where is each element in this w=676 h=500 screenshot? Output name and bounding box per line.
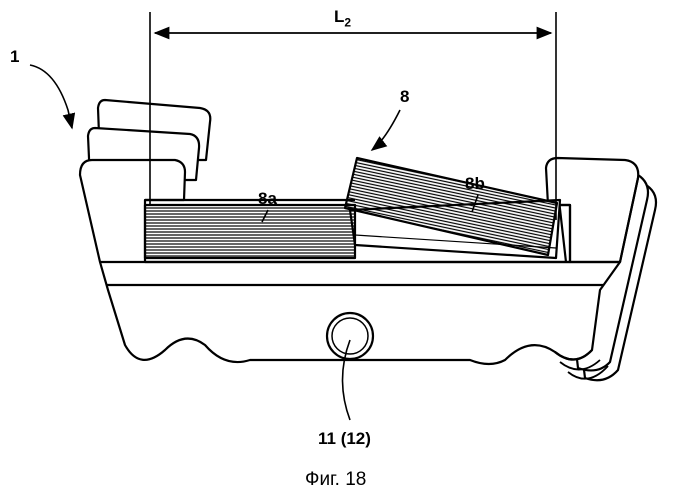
leader-1	[30, 65, 72, 128]
label-8a: 8a	[258, 190, 277, 207]
dimension-letter: L	[334, 7, 344, 26]
label-11-12: 11 (12)	[318, 430, 371, 447]
figure-caption: Фиг. 18	[305, 470, 366, 489]
label-8: 8	[400, 88, 409, 105]
label-8b: 8b	[465, 175, 485, 192]
label-1: 1	[10, 48, 19, 65]
dimension-label-l2: L2	[334, 8, 351, 28]
dimension-subscript: 2	[344, 15, 351, 29]
block-8a	[145, 205, 355, 258]
leader-8	[372, 110, 400, 150]
